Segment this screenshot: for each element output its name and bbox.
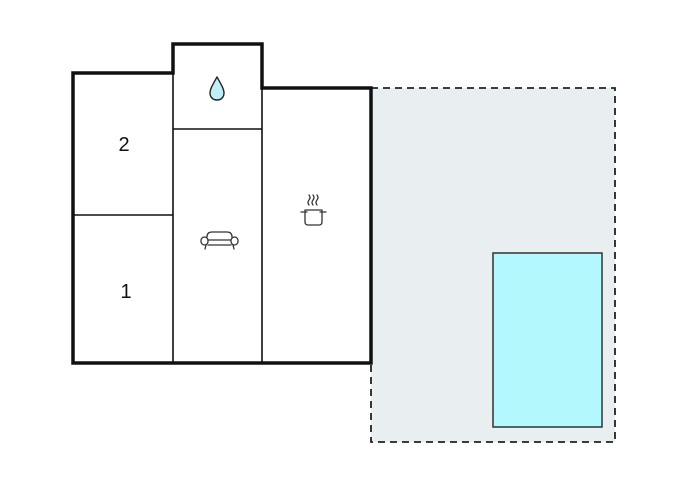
swimming-pool	[492, 252, 603, 428]
water-drop-icon	[209, 76, 225, 101]
sofa-icon	[200, 231, 239, 250]
cooking-pot-icon	[300, 194, 327, 226]
room-label-2: 2	[118, 134, 129, 156]
room-label-1: 1	[120, 281, 131, 303]
